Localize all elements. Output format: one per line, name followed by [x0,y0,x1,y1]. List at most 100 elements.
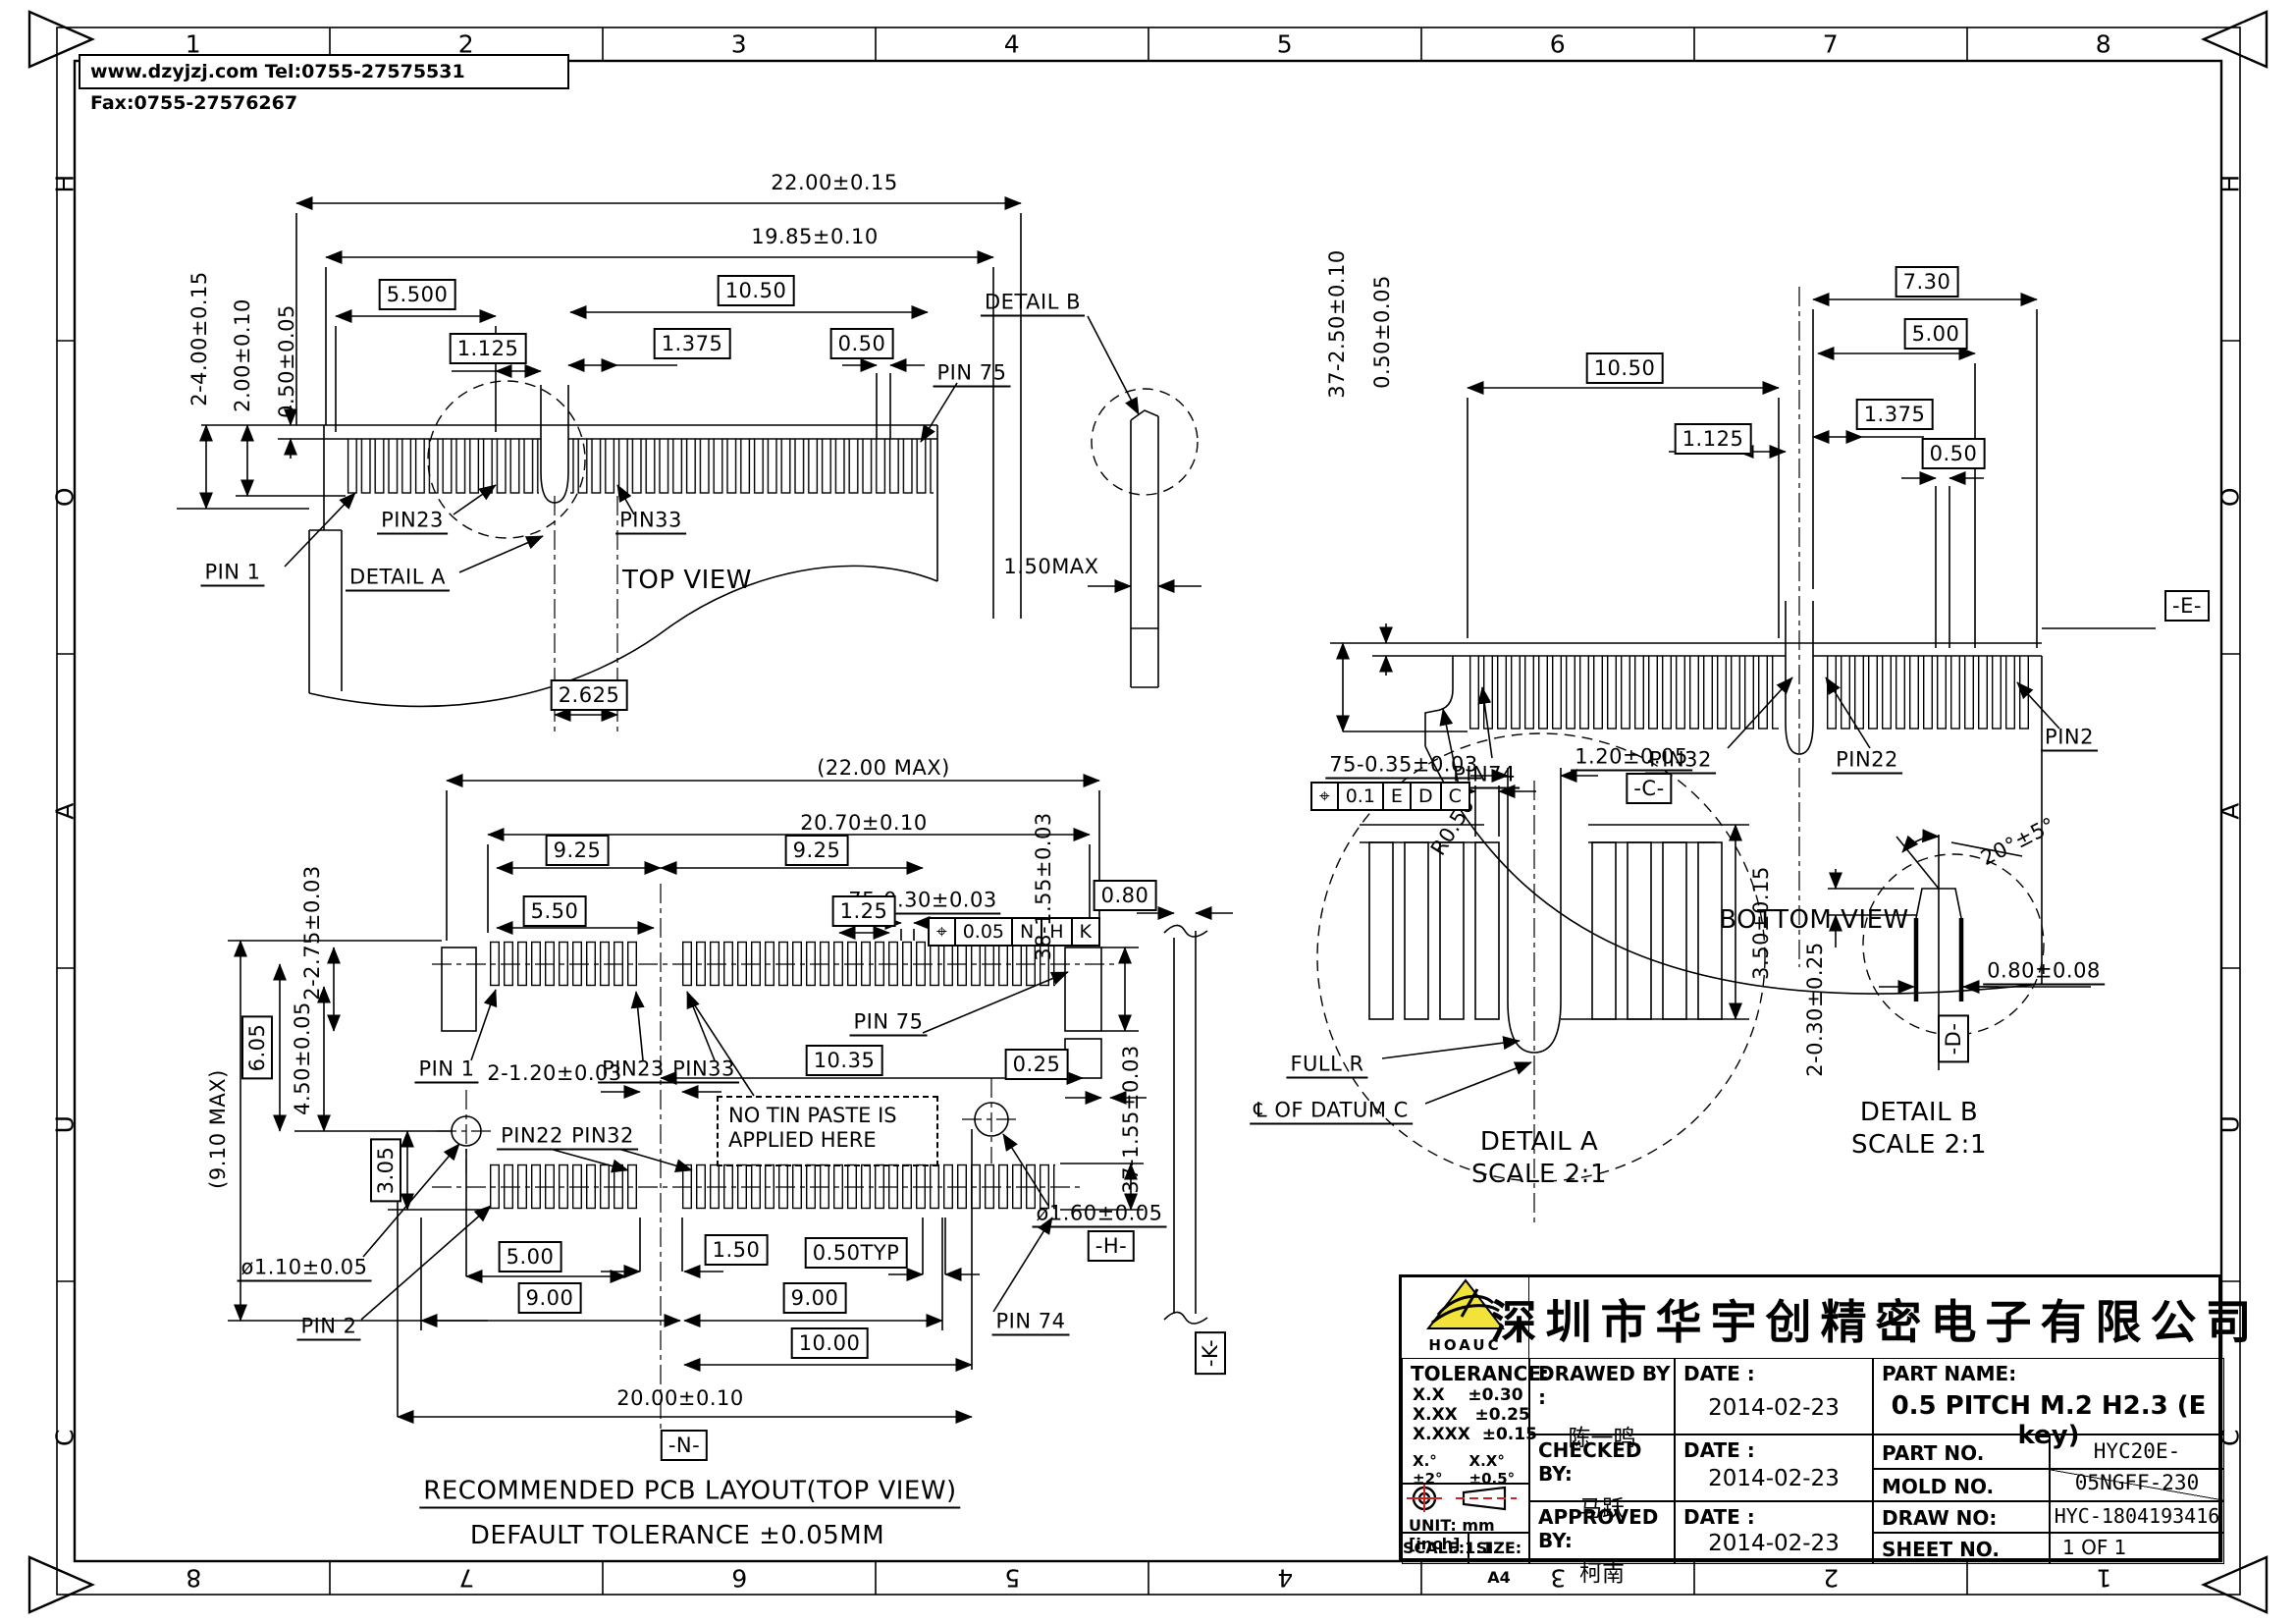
dim-vertical: 0.50±0.05 [1370,275,1394,389]
mold-no-label: MOLD NO. [1873,1469,2050,1501]
pcb-caption: DEFAULT TOLERANCE ±0.05MM [469,1521,885,1550]
date-value: 2014-02-23 [1708,1395,1840,1421]
hole-diameter: ø1.10±0.05 [237,1256,372,1282]
mold-no-value-empty [2050,1469,2224,1501]
dim-basic: 10.35 [805,1045,883,1076]
dim-vertical: 2-0.30±0.25 [1803,942,1827,1077]
approved-by-label: APPROVED BY: [1538,1505,1659,1552]
gdt-frame-position: ⌖ 0.05 N H K [928,917,1100,947]
part-name-value: 0.5 PITCH M.2 H2.3 (E key) [1891,1391,2207,1450]
pin-label: PIN23 [598,1057,668,1084]
pin-label: PIN33 [615,509,686,535]
part-no-label: PART NO. [1873,1435,2050,1469]
zone-letter: H [50,174,80,193]
pin-label: PIN32 [1645,748,1716,775]
gdt-tolerance: 0.05 [953,919,1011,945]
pin-label: PIN23 [377,509,448,535]
dim: 0.80±0.08 [1983,959,2105,986]
date-label: DATE : [1683,1362,1755,1385]
zone-number: 2 [1822,1563,1840,1593]
gdt-datum: N [1011,919,1041,945]
dim-basic: 0.80 [1093,880,1157,911]
bottom-view-linework [1330,287,2156,995]
zone-letter: U [2216,1114,2245,1134]
gdt-symbol-icon: ⌖ [936,921,947,943]
dim-body-width: 19.85±0.10 [751,225,879,248]
datum-label: -C- [1626,773,1673,804]
zone-letter: O [2216,486,2245,508]
detail-callout: DETAIL B [981,291,1085,317]
pcb-caption: RECOMMENDED PCB LAYOUT(TOP VIEW) [419,1477,961,1509]
dim-basic: 10.50 [717,275,795,306]
zone-number: 7 [1822,29,1840,59]
dim-basic: 5.50 [522,895,587,927]
dim-basic: 10.50 [1585,352,1664,384]
pin-label: PIN2 [2041,726,2098,752]
draw-no-label: DRAW NO: [1873,1501,2050,1533]
detail-a-linework [1316,732,1766,1222]
dim-vertical: 2-2.75±0.03 [300,865,324,1001]
pin-label: PIN33 [668,1057,739,1084]
draw-no-value: HYC-1804193416 [2050,1501,2224,1533]
dim-basic-vertical: 6.05 [241,1015,273,1080]
zone-letter: U [50,1114,80,1134]
tolerance-row: X.XX ±0.25 [1413,1405,1530,1425]
zone-number: 5 [1276,29,1294,59]
pcb-layout-linework [228,773,1233,1429]
checked-by-value: 马跃 [1579,1496,1625,1522]
note-line: APPLIED HERE [728,1128,877,1152]
approved-by-value: 柯南 [1579,1561,1625,1587]
tolerance-title: TOLERANCE: [1411,1362,1550,1385]
datum-label: -E- [2164,590,2210,622]
gdt-datum: E [1381,784,1410,809]
dim-basic: 1.375 [653,328,731,359]
zone-number: 7 [457,1563,475,1593]
dim-vertical: 37-1.55±0.03 [1119,1045,1143,1194]
size-note: SIZE: A4 [1468,1533,1529,1587]
zone-letter: C [50,1429,80,1446]
dim-basic: 0.50 [829,328,894,359]
company-contact-banner: www.dzyjzj.com Tel:0755-27575531 Fax:075… [79,54,569,114]
date-label: DATE : [1683,1505,1755,1529]
projection-symbol-icon [1407,1485,1517,1512]
zone-letter: O [50,486,80,508]
dim-basic: 2.625 [550,679,628,711]
pin-label: PIN 75 [933,361,1011,388]
pin-label: PIN22 [497,1124,567,1151]
view-title: TOP VIEW [622,566,752,595]
tolerance-angle: X.° ±2° [1413,1452,1443,1488]
datum-label: -H- [1087,1230,1136,1262]
detail-title: DETAIL A [1479,1127,1599,1157]
dim-basic: 0.50TYP [804,1237,908,1269]
dim-basic-vertical: 3.05 [370,1138,401,1203]
datum-label: -K- [1195,1330,1226,1376]
dim-vertical: 4.50±0.05 [291,1001,314,1115]
date-value: 2014-02-23 [1708,1531,1840,1556]
drawed-by-value: 陈一鸣 [1568,1426,1636,1451]
gdt-datum: D [1409,784,1440,809]
date-value: 2014-02-23 [1708,1466,1840,1491]
dim-pad-width: 75-0.35±0.03 [1325,753,1482,780]
tolerance-row: X.XXX ±0.15 [1413,1425,1537,1444]
logo-text: HOAUC [1428,1336,1502,1354]
centerline-datum-note: ℄ OF DATUM C [1250,1099,1413,1125]
dim-basic: 1.25 [831,895,896,927]
pin-label: PIN 75 [849,1010,928,1037]
pin-label: PIN22 [1832,748,1902,775]
part-no-value: HYC20E-05NGFF-230 [2050,1435,2224,1494]
dim-vertical: 38-1.55±0.03 [1032,812,1055,961]
zone-letter: H [2216,174,2245,193]
zone-number: 8 [185,1563,202,1593]
dim-basic: 1.50 [704,1234,769,1266]
dim-basic: 1.125 [449,333,527,364]
dim-basic: 1.375 [1855,399,1934,430]
title-block: HOAUC 深圳市华宇创精密电子有限公司 TOLERANCE: X.X ±0.3… [1399,1274,2252,1587]
full-radius-note: FULL R [1286,1053,1368,1079]
drawed-by-label: DRAWED BY : [1538,1362,1671,1409]
zone-letter: A [50,802,80,820]
view-title: BOTTOM VIEW [1719,905,1909,935]
dim: 20.70±0.10 [800,811,928,835]
dim-max: (22.00 MAX) [817,756,950,780]
